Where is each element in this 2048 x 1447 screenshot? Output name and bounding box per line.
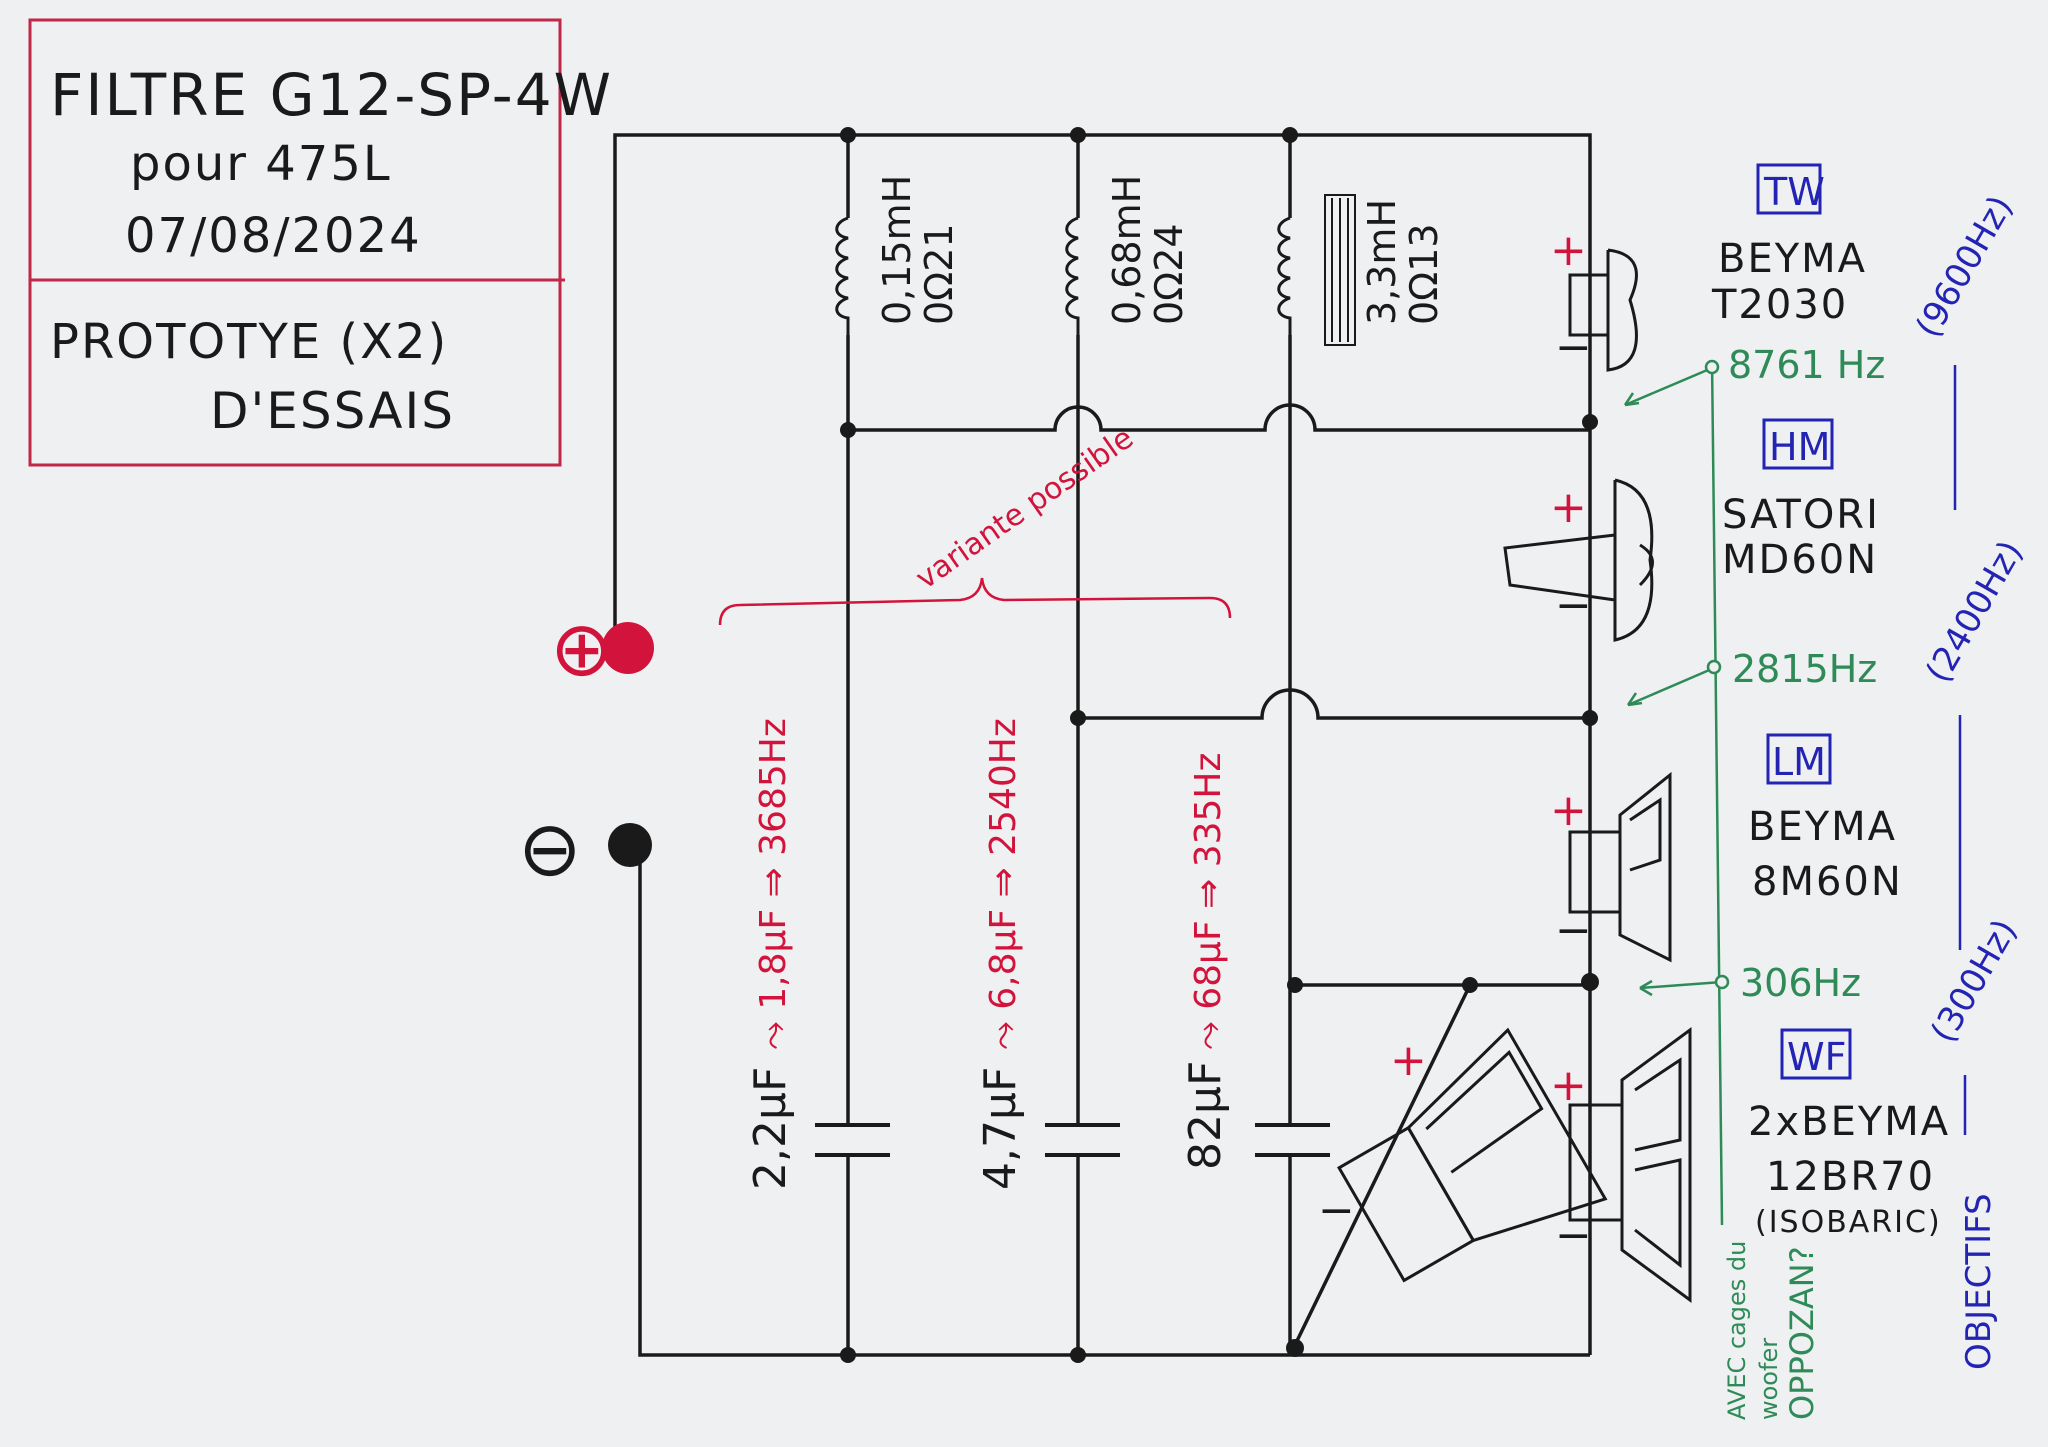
tw-tag: TW [1756, 163, 1825, 215]
polarity-marks: + + + + + [1390, 225, 1587, 1111]
inductor-1-label: 0,15mH 0Ω21 [875, 175, 961, 325]
wf-model-line3: (ISOBARIC) [1755, 1205, 1942, 1240]
variant-2: ⤳ 6,8μF ⇒ 2540Hz [983, 718, 1024, 1050]
wf2-minus: − [1318, 1185, 1355, 1236]
measured-note: AVEC cages du woofer OPPOZAN? [1723, 1241, 1821, 1420]
wf2-plus: + [1390, 1035, 1427, 1086]
midhigh-symbol [1503, 478, 1654, 642]
inductor-2 [1065, 216, 1080, 335]
positive-terminal [602, 622, 654, 674]
svg-text:⤳ 1,8μF ⇒ 3685Hz: ⤳ 1,8μF ⇒ 3685Hz [753, 718, 794, 1050]
svg-text:AVEC cages du: AVEC cages du [1723, 1241, 1751, 1420]
capacitor-2 [1045, 1123, 1120, 1157]
variant-bracket [718, 577, 1232, 626]
measured-f3: 306Hz [1740, 961, 1861, 1005]
svg-text:⤳ 68μF ⇒ 335Hz: ⤳ 68μF ⇒ 335Hz [1188, 753, 1229, 1050]
svg-text:0,15mH: 0,15mH [875, 175, 919, 325]
measured-f1: 8761 Hz [1728, 343, 1885, 387]
note-line2: D'ESSAIS [210, 382, 455, 440]
svg-text:3,3mH: 3,3mH [1360, 199, 1404, 325]
inductor-3 [1277, 216, 1292, 335]
capacitor-3-label: 82μF [1180, 1061, 1231, 1170]
measured-dots [1704, 359, 1730, 990]
capacitor-1-label: 2,2μF [745, 1067, 796, 1190]
svg-text:2,2μF: 2,2μF [745, 1067, 796, 1190]
lm-model-line1: BEYMA [1748, 804, 1897, 850]
wf-model-line2: 12BR70 [1766, 1154, 1935, 1200]
note-line1: PROTOTYE (X2) [50, 314, 448, 370]
objectives-label: OBJECTIFS [1959, 1193, 1999, 1370]
lm-model-line2: 8M60N [1752, 859, 1903, 905]
svg-text:4,7μF: 4,7μF [975, 1067, 1026, 1190]
lm-plus: + [1550, 785, 1587, 836]
minus-terminal-label: ⊖ [518, 804, 582, 893]
measured-axis [1623, 359, 1724, 1226]
wf-minus: − [1555, 1210, 1592, 1261]
svg-text:WF: WF [1787, 1035, 1846, 1079]
title-text: FILTRE G12-SP-4W [50, 61, 613, 129]
negative-terminal [608, 823, 652, 867]
hm-minus: − [1555, 580, 1592, 631]
hm-model-line1: SATORI [1722, 492, 1880, 538]
tw-model-line1: BEYMA [1718, 236, 1867, 282]
inductor-2-label: 0,68mH 0Ω24 [1105, 175, 1191, 325]
bottom-bus-wire [638, 848, 1590, 1357]
hm-lm-feed-wire [1078, 688, 1590, 720]
lm-tag: LM [1766, 733, 1832, 785]
capacitor-1 [815, 1123, 890, 1157]
subtitle-text: pour 475L [130, 136, 392, 192]
tw-model-line2: T2030 [1711, 282, 1848, 328]
polarity-minus-marks: − − − − − [1318, 322, 1592, 1261]
svg-text:0Ω24: 0Ω24 [1147, 223, 1191, 325]
junction-dots [840, 127, 1599, 1363]
variant-1: ⤳ 1,8μF ⇒ 3685Hz [753, 718, 794, 1050]
measured-f2: 2815Hz [1732, 647, 1877, 691]
date-text: 07/08/2024 [125, 208, 422, 264]
wf-plus: + [1550, 1060, 1587, 1111]
svg-text:0Ω21: 0Ω21 [917, 223, 961, 325]
plus-terminal-label: ⊕ [550, 604, 614, 693]
woofer-symbol [1568, 1027, 1692, 1303]
tweeter-symbol [1568, 248, 1638, 372]
svg-text:82μF: 82μF [1180, 1061, 1231, 1170]
hm-tag: HM [1762, 418, 1834, 470]
title-box [28, 18, 562, 467]
tw-plus: + [1550, 225, 1587, 276]
wf-model-line1: 2xBEYMA [1748, 1099, 1950, 1145]
woofer2-symbol [1337, 1027, 1608, 1283]
tw-hm-feed-wire [848, 403, 1590, 432]
svg-text:TW: TW [1763, 170, 1825, 214]
svg-text:LM: LM [1772, 740, 1826, 784]
svg-text:HM: HM [1769, 425, 1830, 469]
svg-text:0,68mH: 0,68mH [1105, 175, 1149, 325]
wf-isobaric-wire [1293, 984, 1472, 1346]
hm-plus: + [1550, 482, 1587, 533]
title-block [28, 18, 565, 467]
inductor-3-label: 3,3mH 0Ω13 [1360, 199, 1446, 325]
svg-text:0Ω13: 0Ω13 [1402, 223, 1446, 325]
lowmid-symbol [1568, 771, 1672, 963]
svg-text:OPPOZAN?: OPPOZAN? [1783, 1246, 1821, 1420]
objectives-lines [1953, 365, 1967, 1135]
svg-text:OBJECTIFS: OBJECTIFS [1959, 1193, 1999, 1370]
tw-minus: − [1555, 322, 1592, 373]
inductor-3-core [1324, 194, 1356, 346]
svg-text:woofer: woofer [1755, 1338, 1783, 1420]
variant-3: ⤳ 68μF ⇒ 335Hz [1188, 753, 1229, 1050]
wf-tag: WF [1780, 1028, 1852, 1080]
svg-text:⤳ 6,8μF ⇒ 2540Hz: ⤳ 6,8μF ⇒ 2540Hz [983, 718, 1024, 1050]
hm-model-line2: MD60N [1722, 537, 1878, 583]
capacitor-3 [1255, 1123, 1330, 1157]
capacitor-2-label: 4,7μF [975, 1067, 1026, 1190]
inductor-1 [835, 216, 850, 335]
